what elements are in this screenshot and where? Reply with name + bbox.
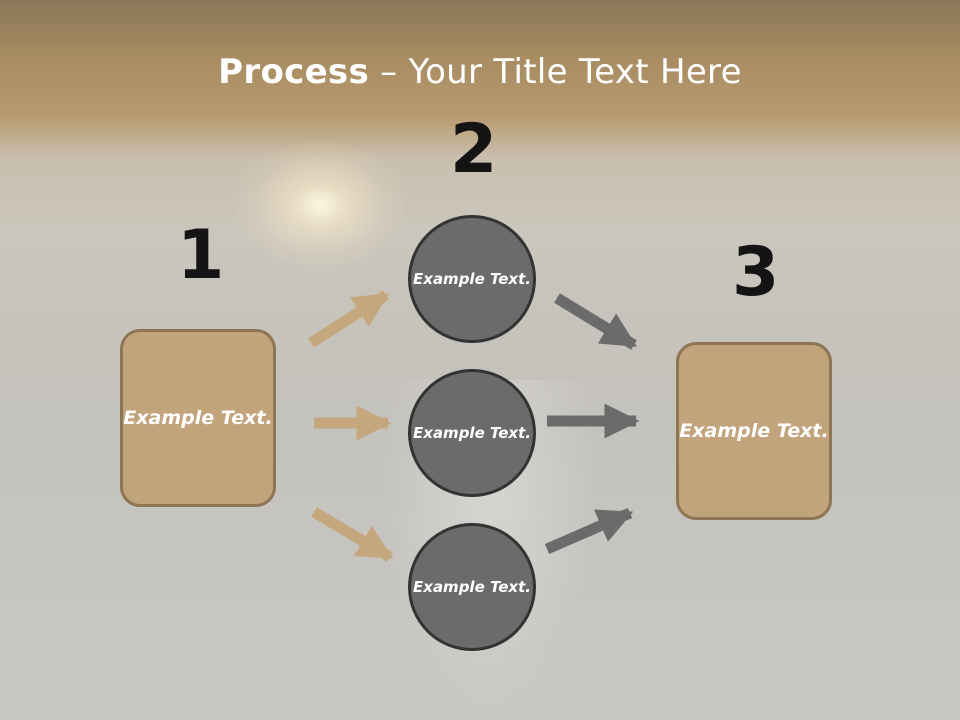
source-box: Example Text. — [120, 329, 276, 507]
source-box-label: Example Text. — [123, 406, 273, 429]
middle-node-3: Example Text. — [408, 523, 536, 651]
slide-title: Process – Your Title Text Here — [0, 52, 960, 92]
step-number-2: 2 — [450, 110, 498, 189]
middle-node-1-label: Example Text. — [413, 269, 531, 288]
sun-glow — [235, 140, 405, 270]
step-number-1: 1 — [177, 216, 225, 295]
title-rest: – Your Title Text Here — [369, 52, 742, 92]
middle-node-1: Example Text. — [408, 215, 536, 343]
arrow-node-1-to-target — [554, 293, 638, 350]
step-number-3: 3 — [732, 233, 780, 312]
middle-node-2-label: Example Text. — [413, 423, 531, 442]
arrow-source-to-node-3 — [311, 507, 394, 562]
middle-node-2: Example Text. — [408, 369, 536, 497]
title-bold: Process — [218, 52, 370, 92]
arrow-node-3-to-target — [544, 507, 634, 555]
target-box: Example Text. — [676, 342, 832, 520]
middle-node-3-label: Example Text. — [413, 577, 531, 596]
arrow-source-to-node-1 — [308, 290, 389, 348]
target-box-label: Example Text. — [679, 419, 829, 442]
